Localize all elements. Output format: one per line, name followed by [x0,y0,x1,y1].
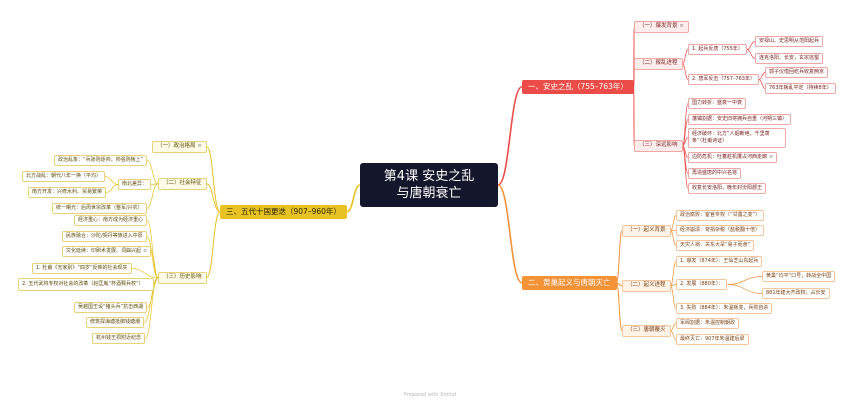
note-icon: ≡ [143,248,148,254]
connector-b1p1-b1p1c1 [746,41,756,50]
topic-historical-impact[interactable]: （三）历史影响 [158,272,207,284]
topic-social-features[interactable]: （二）社会特征 [158,178,207,190]
leaf-warlords[interactable]: 藩镇割据：安史旧将拥兵自重（河朔三镇） [688,114,792,125]
topic-uprising-process[interactable]: （二）起义进程 [622,280,671,292]
connector-b1s2-b1p2 [682,63,689,80]
connector-b3s2-b3s2i1 [147,160,159,185]
connector-b3s3-b3s3i3 [150,251,159,279]
connector-b1p1-b1p1c2 [746,49,756,59]
leaf-wuyue-king[interactable]: 吴越国王设“猪头兵”抗击西湖 [74,302,148,313]
leaf-memorial[interactable]: 杭州钱王祠附近纪念 [92,333,146,344]
leaf-economic-center[interactable]: 经济重心：南方成为经济重心 [74,215,148,226]
leaf-ethnic-integration[interactable]: 民族融合：沙陀/契丹等族进入中原 [62,231,147,242]
topic-tang-collapse[interactable]: （三）唐朝覆灭 [622,325,671,337]
leaf-seawall[interactable]: 修筑捍海塘抵御钱塘潮 [86,317,145,328]
connector-b2s2i2-b2s2i2c1 [727,276,763,285]
connector-b1s3-b1i6 [682,145,689,189]
connector-b2s2-b2s2i2 [670,284,677,287]
connector-b2s1-b2s1i1 [670,215,677,232]
topic-uprising-background[interactable]: （一）起义背景 [622,225,671,237]
leaf-north-south[interactable]: 南北差异： [118,179,152,190]
connector-b1s3-b1i2 [682,119,689,147]
leaf-disasters[interactable]: 天灾人祸：关东大旱“易子而食” [676,240,755,251]
connector-b3s3-b3s3i8 [144,277,159,339]
leaf-decline[interactable]: 国力转折：盛衰一中衰 [688,98,747,109]
watermark: Prepared with Xmind [403,392,457,398]
leaf-political-corruption[interactable]: 政治腐败：宦官专权（“甘露之变”） [676,210,765,221]
leaf-daqi-regime[interactable]: 881年建大齐政权，占长安 [762,288,830,299]
leaf-junping-slogan[interactable]: 黄巢“均平”口号，转战全中国 [762,271,836,282]
connector-b2s1-b2s1i3 [670,230,677,246]
connector-n-root-b2 [497,184,523,284]
note-icon: ≡ [679,23,684,29]
connector-b3-b3s2 [206,183,221,213]
connector-b3-b3s1 [206,146,221,213]
topic-background[interactable]: （一）爆发背景≡ [634,21,689,33]
connector-b3s2-b3s2i3 [146,183,159,209]
branch-an-shi-rebellion[interactable]: 一、安史之乱（755–763年） [522,80,634,94]
connector-b1s2-b1p1 [682,49,689,65]
connector-b1p2-b1p2c1 [758,72,766,80]
leaf-guo-ziyi[interactable]: 郭子仪借回纥兵收复两京 [765,67,829,78]
leaf-economy[interactable]: 经济破坏：北方“人烟断绝，千里萧条”（杜甫诗证） [688,128,786,148]
connector-b2s2i2-b2s2i2c2 [727,284,763,294]
topic-impact[interactable]: （三）深远影响 [634,140,683,152]
connector-b2-b2s3 [616,282,623,332]
connector-b1p2-b1p2c2 [758,79,766,89]
leaf-dufu-poem[interactable]: 1. 杜甫《无家别》“四岁”反映的社会现实 [32,263,132,274]
connector-b2-b2s1 [616,230,623,284]
connector-b3s3-b3s3i2 [146,236,159,279]
leaf-rebellion-ended[interactable]: 763年叛乱平定（持续8年） [765,83,836,94]
leaf-development-880[interactable]: 2. 发展（880年）： [676,279,728,290]
leaf-border-crisis[interactable]: 边防危机：吐蕃趁机攫占河西走廊≡ [688,152,778,163]
connector-b2-b2s2 [616,282,623,287]
connector-b2s2-b2s2i1 [670,261,677,287]
leaf-north-war[interactable]: 北方战乱：朝代八年一换（平均） [22,171,106,182]
leaf-economic-collapse[interactable]: 经济崩溃：苛捐杂税（盐税翻十倍） [676,225,765,236]
connector-b1s3-b1i3 [682,137,689,147]
leaf-final-fall[interactable]: 最终灭亡：907年朱温建后梁 [676,334,749,345]
topic-process[interactable]: （二）叛乱进程 [634,58,683,70]
connector-b3s3-b3s3i4 [131,268,159,279]
leaf-failure-884[interactable]: 3. 失败（884年）：朱温叛变，兵败自杀 [676,303,773,314]
connector-b3s2i2-b3s2i2c2 [105,184,119,193]
leaf-general[interactable]: 再造盛唐的中兴名将 [688,168,742,179]
connector-b2s3-b2s3i1 [670,323,677,332]
leaf-military-reform[interactable]: 2. 五代武将专权对社会的改革（赵匡胤“杯酒释兵权”） [18,278,154,291]
note-icon: ≡ [197,143,202,149]
connector-b3s2i2-b3s2i2c1 [104,176,119,185]
leaf-outbreak-874[interactable]: 1. 爆发（874年）：王仙芝山东起兵 [676,256,763,267]
leaf-south-develop[interactable]: 南方开发：兴修水利、贸易繁荣 [28,187,107,198]
connector-b2s3-b2s3i2 [670,330,677,340]
connector-b2s2-b2s2i3 [670,285,677,309]
topic-political-pattern[interactable]: （一）政治格局≡ [152,141,207,153]
leaf-culture[interactable]: 文化延续：印刷术发展、词曲兴起≡ [62,246,152,257]
topic-uprising-755[interactable]: 1. 起兵反唐（755年） [688,44,747,55]
root-title: 第4课 安史之乱与唐朝衰亡 [383,169,475,201]
leaf-fall-of-capitals[interactable]: 连克洛阳、长安，玄宗逃蜀 [755,53,824,64]
leaf-an-lushan[interactable]: 安禄山、史思明从范阳起兵 [755,36,824,47]
leaf-unification[interactable]: 统一曙光：后周世宗改革（整军/兴农） [52,203,147,214]
connector-n-root-b1 [497,85,523,186]
branch-five-dynasties[interactable]: 三、五代十国更迭（907–960年） [220,205,347,219]
topic-counterattack[interactable]: 2. 唐军反击（757–763年） [688,74,759,85]
root-topic[interactable]: 第4课 安史之乱与唐朝衰亡 [360,163,498,207]
branch-huang-chao[interactable]: 二、黄巢起义与唐朝灭亡 [522,276,617,290]
leaf-warlord-zhuwen[interactable]: 军阀割据：朱温控制朝政 [676,318,740,329]
leaf-recover-capitals[interactable]: 收复长安洛阳，晚年封汾阳郡王 [688,183,767,194]
connector-b3-b3s3 [206,211,221,279]
connector-n-root-b3 [346,184,361,213]
note-icon: ≡ [769,154,774,160]
leaf-political-chaos[interactable]: 政治乱象：“兵骄则逐帅，帅强则叛上” [54,155,148,166]
